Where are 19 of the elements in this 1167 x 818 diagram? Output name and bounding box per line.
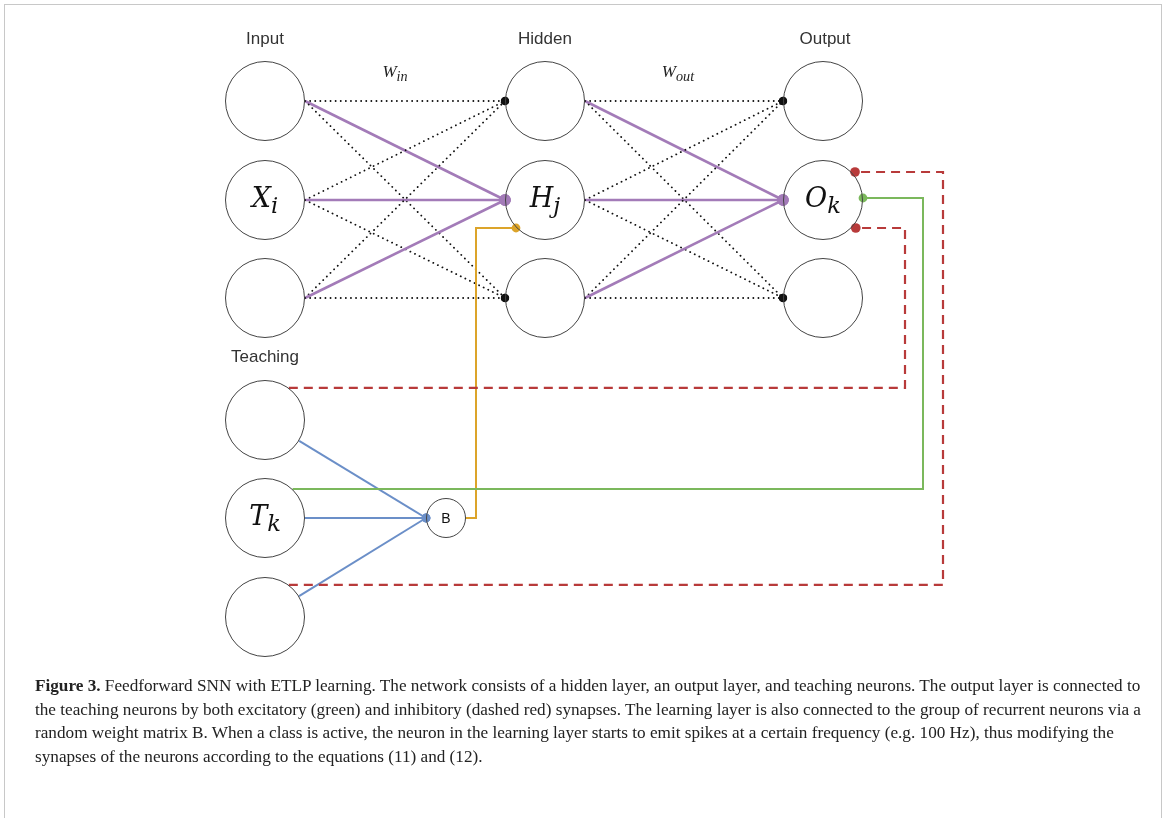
dotted-connector bbox=[304, 294, 509, 302]
dashed-connector bbox=[288, 167, 945, 586]
synapse-line bbox=[291, 193, 924, 491]
weight-label: W$_{out}$ bbox=[661, 62, 695, 86]
layer-label: Teaching bbox=[230, 347, 300, 367]
figure-caption: Figure 3. Feedforward SNN with ETLP learning. The network consists of a hidden layer, an output layer, and teaching neurons. The output layer is connected to the teaching neurons by both excitatory (green) and inhibitory (dashed red) synapses. The learning layer is also connected to the group of recurrent neurons via a random weight matrix B. When a class is active, the neuron in the learning layer starts to emit spikes at a certain frequency (e.g. 100 Hz), thus modifying the synapses of the neurons according to the equations (11) and (12). bbox=[35, 675, 1142, 768]
neuron-label: B bbox=[441, 510, 451, 526]
layer-label: Input bbox=[246, 29, 284, 49]
layer-label: Output bbox=[799, 29, 851, 49]
neuron-label: O$_{k}$ bbox=[805, 181, 841, 219]
dotted-connector bbox=[584, 294, 787, 302]
neuron-label: T$_{k}$ bbox=[249, 499, 281, 537]
synapse-line bbox=[465, 223, 521, 519]
neuron-label: X$_{i}$ bbox=[251, 181, 279, 219]
synapse-line bbox=[298, 513, 431, 598]
neuron-label: H$_{j}$ bbox=[529, 181, 561, 219]
layer-label: Hidden bbox=[518, 29, 572, 49]
dashed-connector bbox=[288, 223, 907, 389]
weight-label: W$_{in}$ bbox=[382, 62, 408, 86]
